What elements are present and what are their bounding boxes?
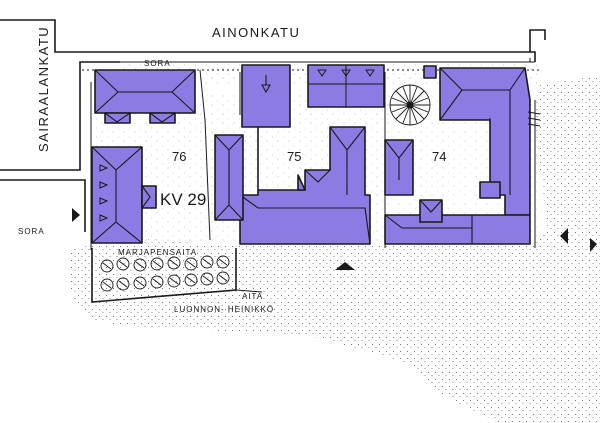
surface-label-top: SORA: [144, 59, 171, 68]
plot-number-74: 74: [432, 149, 446, 164]
building-plot-74: [384, 65, 541, 245]
block-label: KV 29: [160, 190, 206, 209]
building-plot-75: [214, 64, 385, 245]
street-label-west: SAIRAALANKATU: [36, 26, 51, 152]
meadow-label: LUONNON- HEINIKKÖ: [174, 305, 274, 314]
fence-label: AITA: [242, 292, 263, 301]
street-label-north: AINONKATU: [212, 25, 300, 40]
plot-number-76: 76: [172, 149, 186, 164]
plot-number-75: 75: [287, 149, 301, 164]
dormer-markers: [99, 164, 109, 222]
hedge-label: MARJAPENSAITA: [118, 248, 197, 257]
entrance-markers: [72, 208, 597, 270]
building-plot-76: [91, 69, 196, 244]
tree-icon: [389, 84, 431, 126]
berry-bushes: [100, 255, 230, 292]
surface-label-left: SORA: [18, 227, 45, 236]
